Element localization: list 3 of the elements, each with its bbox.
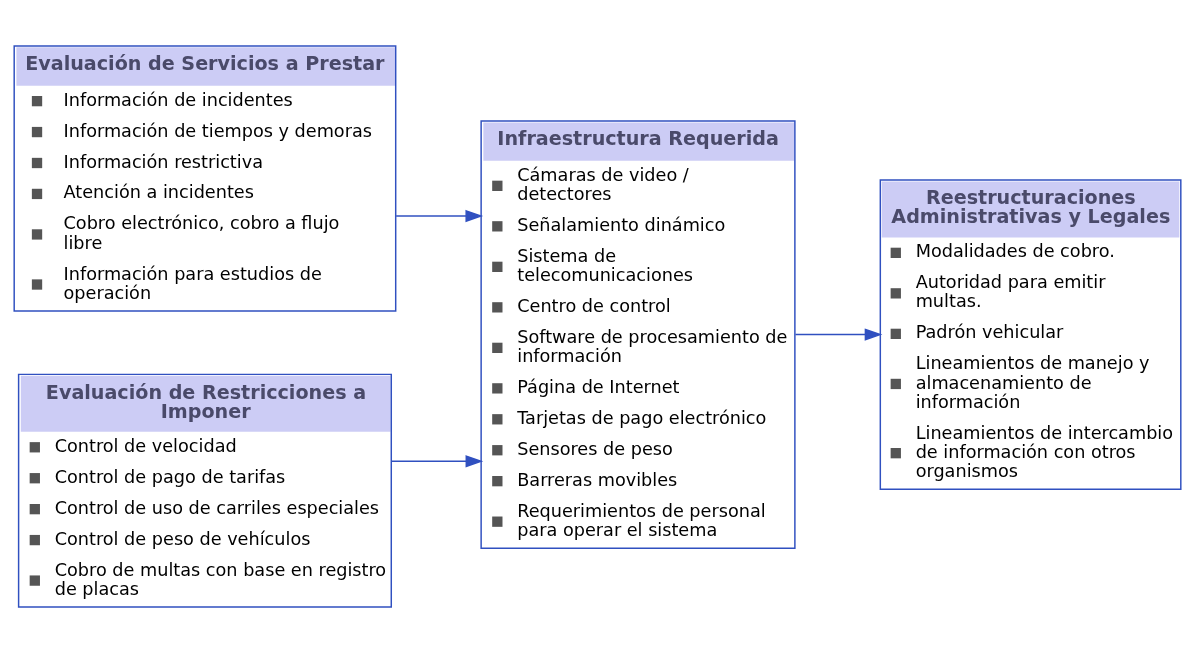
arrow	[794, 328, 883, 341]
arrow	[391, 455, 484, 468]
arrow	[395, 209, 484, 223]
